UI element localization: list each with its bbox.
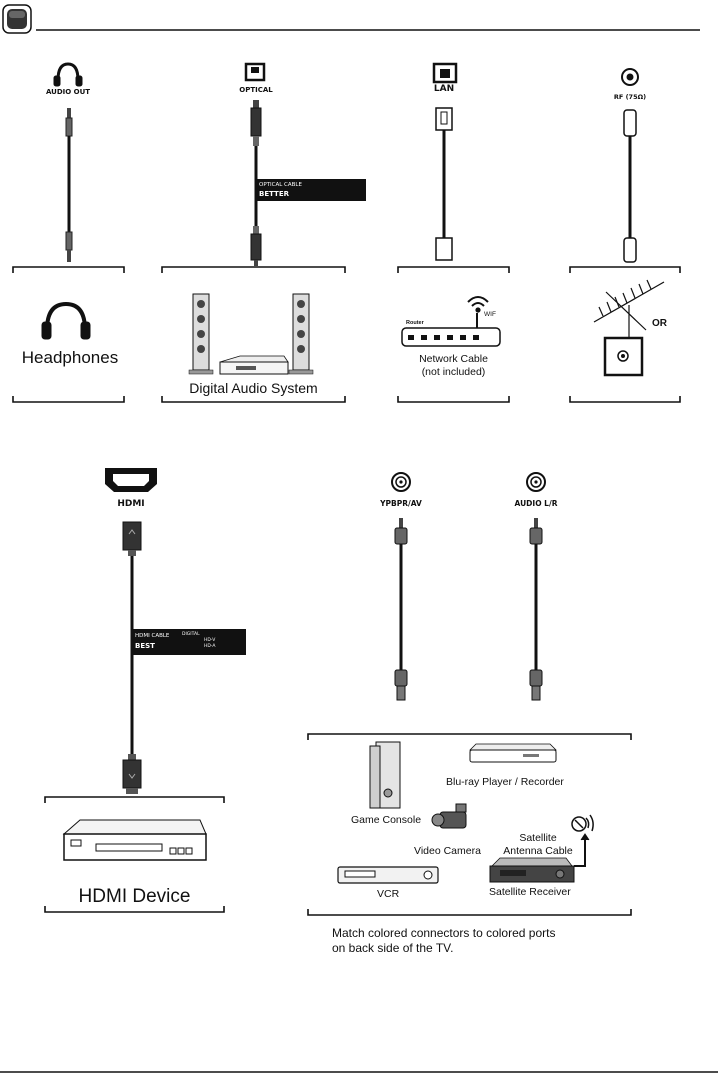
hdmi-cable-tag: HDMI CABLE BEST DIGITAL HD-V HD-A — [132, 629, 246, 655]
ypbpr-port-icon — [391, 472, 411, 492]
ypbpr-cable — [394, 518, 408, 701]
wifi-label: WIF — [484, 311, 496, 318]
satellite-cable-label-2: Antenna Cable — [503, 845, 573, 857]
header-bullet-icon — [2, 4, 32, 34]
headphones-icon — [41, 301, 91, 340]
top-brackets — [12, 266, 681, 403]
audio-out-label: AUDIO OUT — [45, 88, 91, 96]
rf-port-icon — [621, 68, 639, 86]
rf-cable — [623, 109, 637, 263]
audio-lr-port-icon — [526, 472, 546, 492]
network-cable-label-1: Network Cable — [419, 353, 488, 365]
audio-lr-label: AUDIO L/R — [514, 499, 558, 508]
satellite-receiver-icon — [489, 857, 575, 883]
bottom-brackets — [44, 733, 632, 916]
audio-lr-cable — [529, 518, 543, 701]
hdmi-cable-tag-line2: BEST — [135, 642, 155, 650]
antenna-icon — [593, 279, 665, 338]
rf-label: RF (75Ω) — [613, 93, 647, 101]
video-camera-icon — [431, 803, 467, 829]
note-line-2: on back side of the TV. — [332, 941, 454, 955]
router-label: Router — [406, 320, 424, 326]
optical-label: OPTICAL — [239, 86, 273, 94]
hdmi-cable-tag-hda: HD-A — [204, 644, 216, 649]
hdmi-cable-tag-digital: DIGITAL — [182, 632, 200, 637]
vcr-icon — [337, 866, 439, 884]
hdmi-device-label: HDMI Device — [78, 886, 191, 907]
ypbpr-label: YPBPR/AV — [380, 499, 422, 508]
lan-label: LAN — [433, 84, 455, 94]
satellite-cable-line — [574, 836, 586, 867]
optical-cable-tag-line2: BETTER — [259, 190, 289, 198]
game-console-label: Game Console — [351, 814, 422, 826]
wifi-icon — [467, 296, 489, 313]
headphone-cable — [65, 108, 73, 262]
hdmi-cable — [122, 521, 142, 794]
hdmi-label: HDMI — [117, 499, 145, 509]
speaker-left-icon — [188, 293, 214, 375]
digital-audio-label: Digital Audio System — [189, 380, 318, 396]
optical-cable-tag-line1: OPTICAL CABLE — [259, 182, 302, 188]
optical-cable-tag: OPTICAL CABLE BETTER — [256, 179, 366, 201]
optical-port-icon — [244, 62, 266, 82]
satellite-receiver-label: Satellite Receiver — [489, 886, 571, 898]
network-cable-label-2: (not included) — [421, 366, 486, 378]
or-label: OR — [652, 318, 667, 329]
lan-cable — [435, 107, 453, 261]
hdmi-device-icon — [62, 819, 207, 861]
speaker-right-icon — [288, 293, 314, 375]
bluray-player-icon — [469, 743, 557, 763]
note-line-1: Match colored connectors to colored port… — [332, 926, 556, 940]
hdmi-cable-tag-hdv: HD-V — [204, 638, 216, 643]
satellite-cable-label-1: Satellite — [519, 832, 557, 844]
game-console-icon — [369, 741, 401, 809]
vcr-label: VCR — [377, 888, 400, 900]
headphones-port-icon — [53, 62, 83, 87]
video-camera-label: Video Camera — [414, 845, 481, 857]
audio-receiver-icon — [219, 355, 289, 375]
hdmi-port-icon — [105, 468, 157, 492]
router-icon — [401, 313, 501, 347]
lan-port-icon — [432, 62, 458, 84]
headphones-label: Headphones — [21, 348, 119, 367]
hdmi-cable-tag-line1: HDMI CABLE — [135, 633, 170, 639]
wall-outlet-icon — [603, 336, 644, 377]
satellite-dish-icon — [571, 814, 594, 832]
bluray-label: Blu-ray Player / Recorder — [446, 776, 564, 788]
